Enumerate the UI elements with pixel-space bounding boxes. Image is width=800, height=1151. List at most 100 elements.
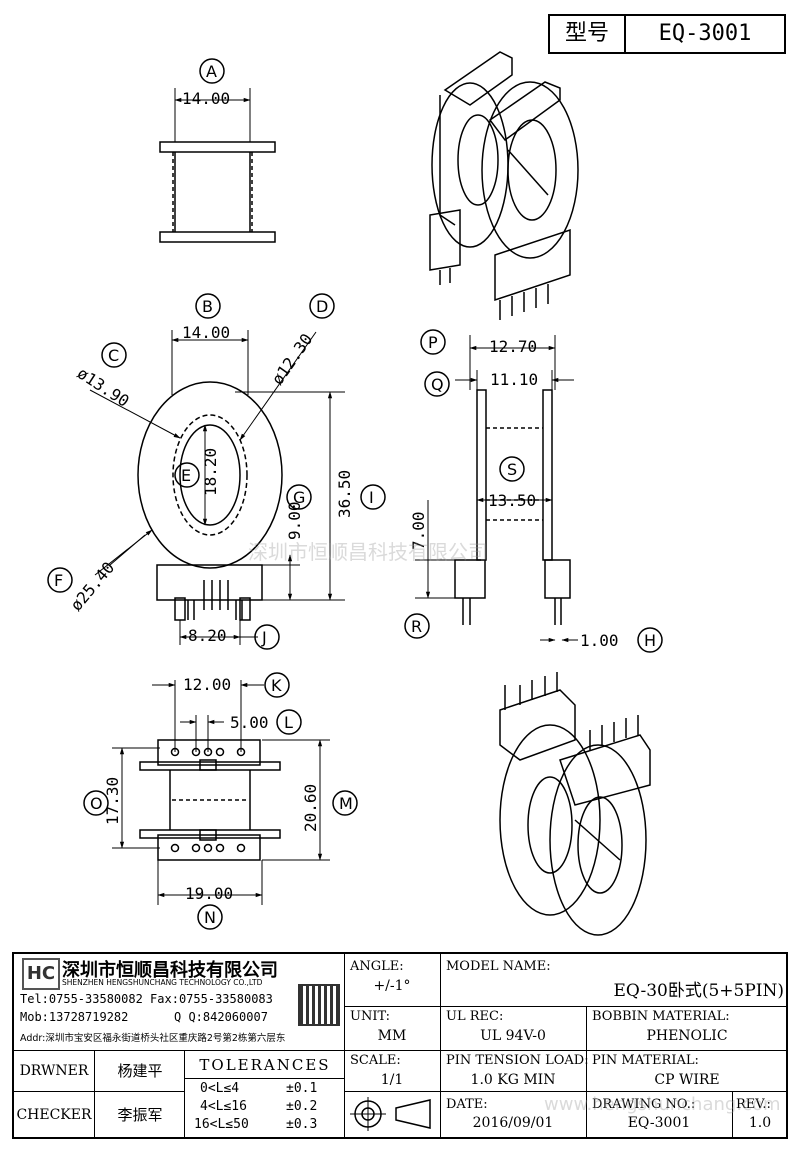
- svg-text:R: R: [411, 617, 422, 636]
- date-label: DATE:: [446, 1097, 488, 1112]
- svg-text:H: H: [644, 631, 656, 650]
- label-s-circle: S: [499, 456, 525, 482]
- dim-g-value: 9.00: [285, 501, 304, 540]
- label-d-circle: D: [309, 293, 335, 319]
- svg-text:E: E: [181, 466, 191, 485]
- drwner-label: DRWNER: [19, 1063, 89, 1079]
- svg-text:L: L: [284, 713, 293, 732]
- projection-symbol-icon: [350, 1097, 431, 1131]
- unit-value: MM: [377, 1028, 407, 1044]
- model-name-label: MODEL NAME:: [446, 959, 551, 974]
- technical-drawing: 14.00 A 14.00 ø13.90 ø12.30: [47, 51, 663, 936]
- ul-rec-label: UL REC:: [446, 1009, 504, 1024]
- company-mob: Mob:13728719282: [20, 1010, 129, 1024]
- dim-s-value: 13.50: [488, 491, 536, 510]
- drwner-value: 杨建平: [117, 1062, 163, 1080]
- dim-n-value: 19.00: [185, 884, 233, 903]
- tol-row-2-range: 4<L≤16: [200, 1099, 247, 1114]
- unit-label: UNIT:: [350, 1009, 391, 1024]
- label-k-circle: K: [264, 672, 290, 698]
- svg-text:C: C: [108, 346, 119, 365]
- drawing-no-label: DRAWING NO.:: [592, 1097, 696, 1112]
- model-value: EQ-3001: [658, 21, 752, 46]
- bobbin-material-value: PHENOLIC: [646, 1028, 728, 1044]
- angle-label: ANGLE:: [350, 959, 404, 974]
- dim-a-value: 14.00: [182, 89, 230, 108]
- label-q-circle: Q: [424, 371, 450, 397]
- label-o-circle: O: [83, 790, 109, 816]
- pin-tension-value: 1.0 KG MIN: [470, 1072, 556, 1088]
- dim-p-value: 12.70: [489, 337, 537, 356]
- dim-h-value: 1.00: [580, 631, 619, 650]
- angle-value: +/-1°: [373, 978, 411, 994]
- rev-label: REV.:: [736, 1097, 771, 1112]
- label-j-circle: J: [254, 624, 280, 650]
- svg-text:J: J: [261, 628, 267, 647]
- dim-j-value: 8.20: [188, 626, 227, 645]
- company-tel: Tel:0755-33580082 Fax:0755-33580083: [20, 992, 273, 1006]
- scale-label: SCALE:: [350, 1053, 401, 1068]
- label-b-circle: B: [195, 293, 221, 319]
- label-g-circle: G: [286, 484, 312, 510]
- dim-o-value: 17.30: [103, 777, 122, 825]
- label-c-circle: C: [101, 342, 127, 368]
- isometric-view-bottom: [499, 672, 651, 936]
- company-qq: Q Q:842060007: [174, 1010, 268, 1024]
- scale-value: 1/1: [380, 1072, 404, 1088]
- right-side-view: [415, 335, 578, 643]
- svg-text:F: F: [54, 571, 63, 590]
- dim-r-value: 7.00: [409, 511, 428, 550]
- model-label: 型号: [550, 16, 626, 52]
- dim-q-value: 11.10: [490, 370, 538, 389]
- model-header: 型号 EQ-3001: [548, 14, 786, 54]
- pin-material-value: CP WIRE: [654, 1072, 720, 1088]
- svg-text:K: K: [271, 676, 282, 695]
- svg-text:O: O: [90, 794, 103, 813]
- bobbin-material-label: BOBBIN MATERIAL:: [592, 1009, 730, 1024]
- company-name-cn: 深圳市恒顺昌科技有限公司: [62, 960, 278, 981]
- tol-row-3-tol: ±0.3: [286, 1117, 318, 1132]
- tol-row-1-tol: ±0.1: [286, 1081, 318, 1096]
- svg-text:D: D: [316, 297, 328, 316]
- dim-d-value: ø12.30: [268, 330, 317, 388]
- svg-text:S: S: [507, 460, 517, 479]
- dim-m-value: 20.60: [301, 784, 320, 832]
- svg-text:M: M: [339, 794, 353, 813]
- pin-material-label: PIN MATERIAL:: [592, 1053, 699, 1068]
- bottom-view: [112, 680, 330, 905]
- label-e-circle: E: [174, 462, 200, 488]
- tol-row-1-range: 0<L≤4: [200, 1081, 240, 1096]
- svg-text:B: B: [202, 297, 213, 316]
- label-p-circle: P: [420, 329, 446, 355]
- company-logo: HC: [22, 958, 60, 990]
- svg-text:A: A: [206, 62, 217, 81]
- svg-text:Q: Q: [431, 375, 444, 394]
- dim-k-value: 12.00: [183, 675, 231, 694]
- label-a-circle: A: [199, 58, 225, 84]
- label-m-circle: M: [332, 790, 358, 816]
- label-l-circle: L: [276, 709, 302, 735]
- svg-text:P: P: [428, 333, 438, 352]
- watermark-company: 深圳市恒顺昌科技有限公司: [248, 540, 488, 564]
- company-addr: Addr:深圳市宝安区福永街道桥头社区重庆路2号第2栋第六层东: [20, 1033, 286, 1044]
- qr-code: [298, 984, 340, 1026]
- tolerances-label: TOLERANCES: [199, 1056, 331, 1074]
- label-r-circle: R: [404, 613, 430, 639]
- title-block: HC 深圳市恒顺昌科技有限公司 SHENZHEN HENGSHUNCHANG T…: [12, 952, 788, 1139]
- watermark-url: www.hengshunchang.com: [544, 1094, 781, 1115]
- svg-text:G: G: [293, 488, 305, 507]
- dim-f-value: ø25.40: [67, 558, 119, 614]
- label-i-circle: I: [360, 484, 386, 510]
- label-n-circle: N: [197, 904, 223, 930]
- side-view-a: [159, 88, 276, 243]
- label-h-circle: H: [637, 627, 663, 653]
- checker-label: CHECKER: [16, 1107, 92, 1123]
- svg-text:I: I: [369, 488, 374, 507]
- svg-text:N: N: [204, 908, 216, 927]
- dim-l-value: 5.00: [230, 713, 269, 732]
- dim-b-value: 14.00: [182, 323, 230, 342]
- tol-row-2-tol: ±0.2: [286, 1099, 318, 1114]
- rev-value: 1.0: [748, 1115, 772, 1131]
- isometric-view-top: [429, 51, 579, 320]
- drawing-no-value: EQ-3001: [627, 1115, 691, 1131]
